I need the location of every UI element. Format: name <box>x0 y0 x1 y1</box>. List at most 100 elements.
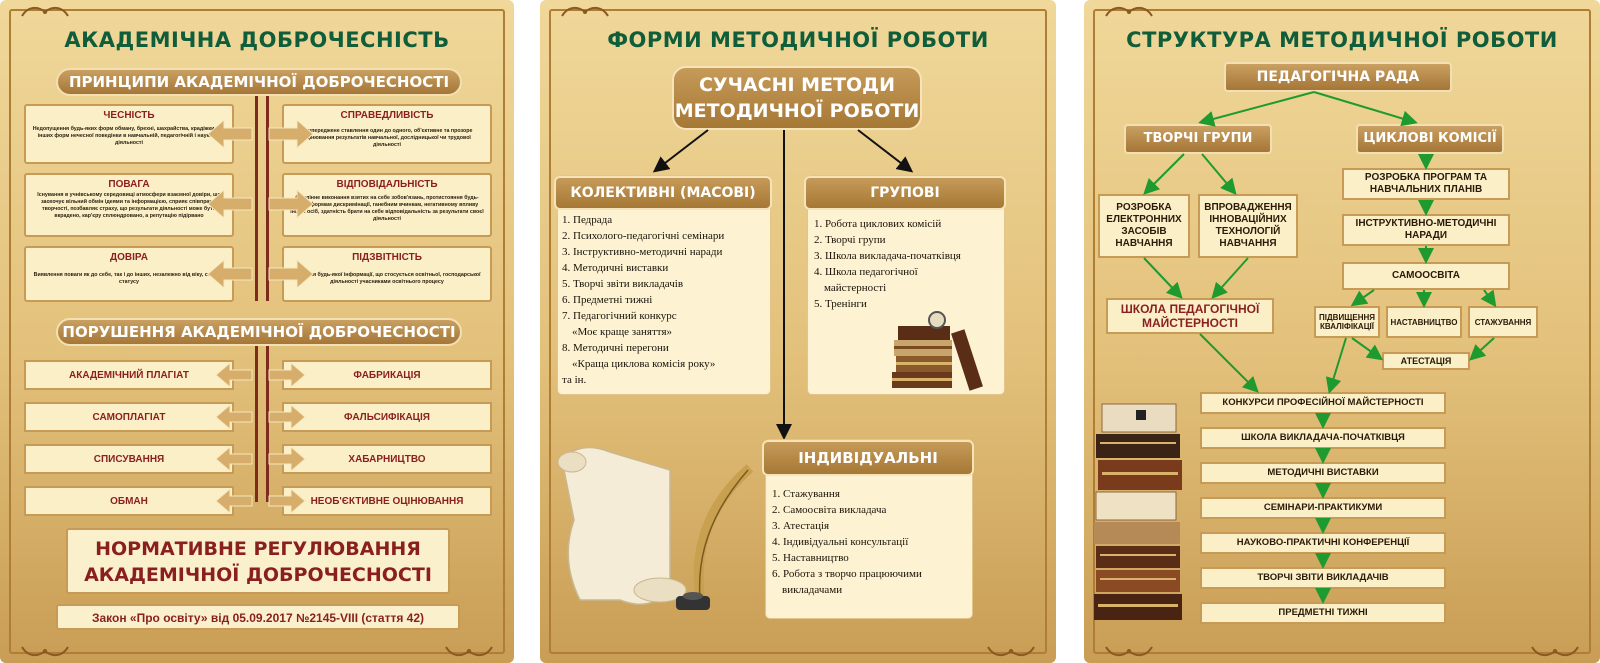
list-item: 5. Творчі звіти викладачів <box>562 278 684 290</box>
violation-arrows <box>215 361 306 515</box>
principle-text: Сумлінне виконання взятих на себе зобов'… <box>290 195 484 222</box>
violation-item: ХАБАРНИЦТВО <box>282 444 492 474</box>
school-box: ШКОЛА ПЕДАГОГІЧНОЇ МАЙСТЕРНОСТІ <box>1106 298 1274 334</box>
list-item: 4. Індивідуальні консультації <box>772 536 909 548</box>
list-item: 1. Стажування <box>772 488 840 500</box>
page-title: СТРУКТУРА МЕТОДИЧНОЇ РОБОТИ <box>1126 28 1558 52</box>
principle-text: Неупереджене ставлення один до одного, о… <box>301 128 473 148</box>
principle-title: ДОВІРА <box>110 252 148 263</box>
list-item: 2. Психолого-педагогічні семінари <box>562 230 725 242</box>
individual-list: 1. Стажування 2. Самоосвіта викладача 3.… <box>772 486 968 598</box>
ornament-icon <box>21 6 69 17</box>
principles-header: ПРИНЦИПИ АКАДЕМІЧНОЇ ДОБРОЧЕСНОСТІ <box>56 68 462 96</box>
arrow-icon <box>1325 337 1347 394</box>
arrow-icon <box>1211 257 1249 299</box>
internship-box: СТАЖУВАННЯ <box>1468 306 1538 338</box>
law-reference: Закон «Про освіту» від 05.09.2017 №2145-… <box>56 604 460 630</box>
ornament-icon <box>21 646 69 657</box>
arrow-left-icon <box>215 445 253 473</box>
arrow-icon <box>1351 337 1384 361</box>
list-item: 1. Педрада <box>562 214 613 226</box>
principle-text: Недопущення будь-яких форм обману, брехн… <box>32 126 226 146</box>
arrow-icon <box>1201 153 1237 196</box>
list-item: викладачами <box>782 584 843 596</box>
principle-text: Існування в учнівському середовищі атмос… <box>37 192 221 219</box>
collective-list: 1. Педрада 2. Психолого-педагогічні семі… <box>562 212 770 388</box>
group-header: ГРУПОВІ <box>804 176 1006 210</box>
arrow-right-icon <box>268 403 306 431</box>
ornament-icon <box>1531 646 1579 657</box>
list-item: 2. Самоосвіта викладача <box>772 504 887 516</box>
violations-header: ПОРУШЕННЯ АКАДЕМІЧНОЇ ДОБРОЧЕСНОСТІ <box>56 318 462 346</box>
ornament-icon <box>445 646 493 657</box>
cycle-commissions-pill: ЦИКЛОВІ КОМІСІЇ <box>1356 124 1504 154</box>
regulation-box: НОРМАТИВНЕ РЕГУЛЮВАННЯ АКАДЕМІЧНОЇ ДОБРО… <box>66 528 450 594</box>
arrow-left-icon <box>207 118 253 150</box>
collective-header: КОЛЕКТИВНІ (МАСОВІ) <box>554 176 772 210</box>
flow-arrows <box>652 129 914 440</box>
e-means-box: РОЗРОБКА ЕЛЕКТРОННИХ ЗАСОБІВ НАВЧАННЯ <box>1098 194 1190 258</box>
arrow-icon <box>1143 153 1185 195</box>
violation-item: АКАДЕМІЧНИЙ ПЛАГІАТ <box>24 360 234 390</box>
arrow-icon <box>857 129 914 173</box>
connector-line <box>255 96 258 301</box>
arrow-left-icon <box>215 403 253 431</box>
principle-trust: ДОВІРА Виявлення поваги як до себе, так … <box>24 246 234 302</box>
list-item: 5. Наставництво <box>772 552 849 564</box>
attestation-box: АТЕСТАЦІЯ <box>1382 352 1470 370</box>
list-item: 1. Робота циклових комісій <box>814 218 942 230</box>
arrow-left-icon <box>207 188 253 220</box>
regulation-line1: НОРМАТИВНЕ РЕГУЛЮВАННЯ <box>95 538 421 560</box>
arrow-left-icon <box>207 258 253 290</box>
violation-item: ФАБРИКАЦІЯ <box>282 360 492 390</box>
arrow-right-icon <box>268 188 314 220</box>
principle-title: ПІДЗВІТНІСТЬ <box>352 252 422 263</box>
list-item: 7. Педагогічний конкурс <box>562 310 677 322</box>
list-item: 4. Школа педагогічної <box>814 266 918 278</box>
list-item: «Краща циклова комісія року» <box>572 358 716 370</box>
ornament-icon <box>1105 6 1153 17</box>
panel-academic-integrity: АКАДЕМІЧНА ДОБРОЧЕСНІСТЬ ПРИНЦИПИ АКАДЕМ… <box>0 0 514 663</box>
center-line2: МЕТОДИЧНОЇ РОБОТИ <box>674 100 920 122</box>
principle-title: ВІДПОВІДАЛЬНІСТЬ <box>336 179 438 190</box>
list-item: 3. Інструктивно-методичні наради <box>562 246 723 258</box>
mentoring-box: НАСТАВНИЦТВО <box>1386 306 1462 338</box>
principle-honesty: ЧЕСНІСТЬ Недопущення будь-яких форм обма… <box>24 104 234 164</box>
list-item: 2. Творчі групи <box>814 234 886 246</box>
regulation-line2: АКАДЕМІЧНОЇ ДОБРОЧЕСНОСТІ <box>84 564 432 586</box>
principle-text: Надання будь-якої інформації, що стосуєт… <box>293 272 481 285</box>
center-line1: СУЧАСНІ МЕТОДИ <box>698 74 895 96</box>
self-education-box: САМООСВІТА <box>1342 262 1510 290</box>
connector-line <box>266 96 269 301</box>
arrow-left-icon <box>215 487 253 515</box>
arrow-right-icon <box>268 361 306 389</box>
list-item: 4. Методичні виставки <box>562 262 669 274</box>
ornament-icon <box>987 646 1035 657</box>
list-item: 6. Робота з творчо працюючими <box>772 568 922 580</box>
book-stack-icon <box>1094 403 1182 620</box>
arrow-icon <box>1313 91 1418 127</box>
principle-responsibility: ВІДПОВІДАЛЬНІСТЬ Сумлінне виконання взят… <box>282 173 492 237</box>
violation-item: НЕОБ'ЄКТИВНЕ ОЦІНЮВАННЯ <box>282 486 492 516</box>
group-list: 1. Робота циклових комісій 2. Творчі гру… <box>814 216 1002 312</box>
list-item: та ін. <box>562 374 587 386</box>
principle-text: Виявлення поваги як до себе, так і до ін… <box>33 272 225 285</box>
arrow-icon <box>1199 333 1259 393</box>
principle-title: СПРАВЕДЛИВІСТЬ <box>340 110 434 121</box>
modern-methods-header: СУЧАСНІ МЕТОДИ МЕТОДИЧНОЇ РОБОТИ <box>672 66 922 130</box>
panel-methodical-structure: СТРУКТУРА МЕТОДИЧНОЇ РОБОТИ ПЕДАГОГІЧНА … <box>1084 0 1600 663</box>
arrow-icon <box>652 129 709 173</box>
violation-item: ОБМАН <box>24 486 234 516</box>
arrow-right-icon <box>268 487 306 515</box>
principle-respect: ПОВАГА Існування в учнівському середовищ… <box>24 173 234 237</box>
principle-title: ПОВАГА <box>108 179 150 190</box>
arrow-right-icon <box>268 258 314 290</box>
connector-line <box>255 346 258 502</box>
arrow-right-icon <box>268 118 314 150</box>
ornament-icon <box>1105 646 1153 657</box>
creative-groups-pill: ТВОРЧІ ГРУПИ <box>1124 124 1272 154</box>
page-title: АКАДЕМІЧНА ДОБРОЧЕСНІСТЬ <box>64 28 450 52</box>
arrow-icon <box>1469 337 1495 361</box>
list-item: майстерності <box>824 282 887 294</box>
page-title: ФОРМИ МЕТОДИЧНОЇ РОБОТИ <box>607 28 989 52</box>
